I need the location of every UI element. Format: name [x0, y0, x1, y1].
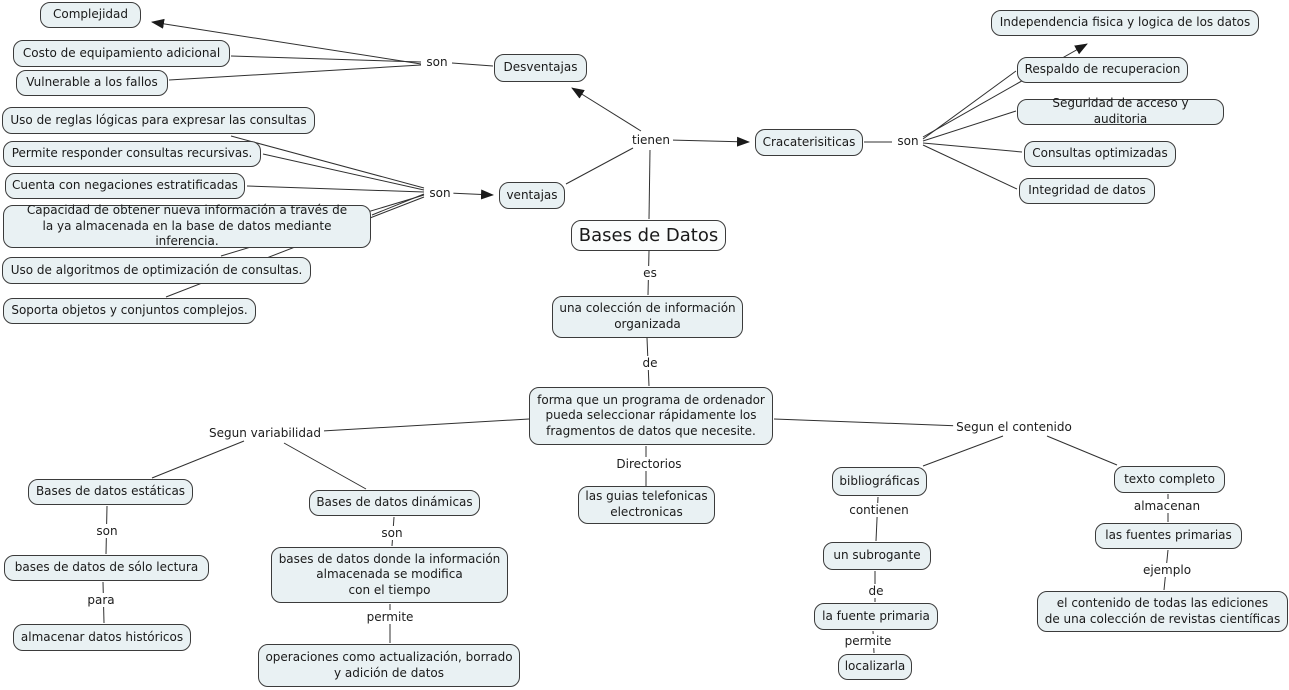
- node-uso-reglas-logicas[interactable]: Uso de reglas lógicas para expresar las …: [2, 107, 315, 134]
- node-ventajas[interactable]: ventajas: [499, 182, 565, 209]
- link-label-son-ventajas[interactable]: son: [426, 186, 454, 200]
- connector-line: [262, 153, 425, 191]
- node-independencia-datos[interactable]: Independencia fisica y logica de los dat…: [991, 10, 1259, 36]
- connector-line: [922, 110, 1017, 142]
- node-fuentes-primarias[interactable]: las fuentes primarias: [1095, 523, 1242, 549]
- connector-line: [565, 147, 634, 185]
- connector-line: [246, 185, 425, 193]
- connector-line: [922, 142, 1023, 153]
- link-label-es[interactable]: es: [640, 266, 660, 280]
- link-label-tienen[interactable]: tienen: [628, 133, 674, 147]
- connector-line: [230, 55, 422, 63]
- link-label-contienen[interactable]: contienen: [846, 503, 912, 517]
- connector-line: [922, 435, 1004, 467]
- node-coleccion-informacion[interactable]: una colección de información organizada: [552, 296, 743, 338]
- node-seguridad-acceso[interactable]: Seguridad de acceso y auditoria: [1017, 96, 1224, 126]
- link-label-son-desventajas[interactable]: son: [423, 55, 451, 69]
- node-fuente-primaria[interactable]: la fuente primaria: [814, 603, 938, 630]
- node-caracteristicas[interactable]: Cracaterisiticas: [755, 129, 863, 156]
- node-integridad-datos[interactable]: Integridad de datos: [1019, 178, 1155, 204]
- node-costo-equipamiento[interactable]: Costo de equipamiento adicional: [13, 40, 230, 67]
- connector-arrow-line: [448, 189, 494, 200]
- node-bd-estaticas[interactable]: Bases de datos estáticas: [28, 479, 193, 505]
- node-localizarla[interactable]: localizarla: [838, 654, 912, 680]
- connector-arrow-line: [668, 136, 750, 147]
- link-label-son-estaticas[interactable]: son: [93, 524, 121, 538]
- node-bibliograficas[interactable]: bibliográficas: [832, 467, 927, 496]
- connector-line: [151, 440, 245, 479]
- link-label-para[interactable]: para: [84, 593, 118, 607]
- node-consultas-recursivas[interactable]: Permite responder consultas recursivas.: [3, 141, 261, 167]
- link-label-almacenan[interactable]: almacenan: [1130, 499, 1204, 513]
- connector-line: [922, 144, 1018, 190]
- node-solo-lectura[interactable]: bases de datos de sólo lectura: [4, 555, 209, 581]
- node-soporta-objetos[interactable]: Soporta objetos y conjuntos complejos.: [3, 298, 256, 324]
- node-negaciones-estratificadas[interactable]: Cuenta con negaciones estratificadas: [5, 173, 245, 199]
- connector-line: [1046, 435, 1118, 466]
- link-label-de[interactable]: de: [639, 356, 661, 370]
- link-label-directorios[interactable]: Directorios: [613, 457, 685, 471]
- node-info-se-modifica[interactable]: bases de datos donde la información alma…: [271, 547, 508, 603]
- node-vulnerable-fallos[interactable]: Vulnerable a los fallos: [16, 70, 168, 96]
- node-contenido-ediciones[interactable]: el contenido de todas las ediciones de u…: [1037, 591, 1288, 632]
- node-guias-telefonicas[interactable]: las guias telefonicas electronicas: [578, 486, 715, 524]
- connector-line: [230, 135, 425, 189]
- connector-arrow-line: [571, 87, 642, 132]
- link-label-segun-variabilidad[interactable]: Segun variabilidad: [206, 426, 324, 440]
- link-label-ejemplo[interactable]: ejemplo: [1139, 563, 1195, 577]
- connector-line: [922, 70, 1017, 140]
- connector-line: [648, 149, 651, 220]
- node-operaciones-actualizacion[interactable]: operaciones como actualización, borrado …: [258, 644, 520, 687]
- connector-line: [451, 62, 494, 67]
- node-desventajas[interactable]: Desventajas: [494, 54, 587, 82]
- link-label-son-caracteristicas[interactable]: son: [894, 134, 922, 148]
- node-respaldo-recuperacion[interactable]: Respaldo de recuperacion: [1017, 57, 1188, 83]
- connector-line: [283, 442, 367, 490]
- link-label-segun-contenido[interactable]: Segun el contenido: [953, 420, 1075, 434]
- connector-line: [773, 418, 962, 427]
- connector-line: [168, 64, 422, 81]
- connector-arrow-line: [151, 18, 422, 65]
- link-label-permite-dinamicas[interactable]: permite: [363, 610, 417, 624]
- node-texto-completo[interactable]: texto completo: [1114, 466, 1225, 493]
- node-datos-historicos[interactable]: almacenar datos históricos: [13, 624, 191, 651]
- node-programa-ordenador[interactable]: forma que un programa de ordenador pueda…: [529, 387, 773, 445]
- node-subrogante[interactable]: un subrogante: [823, 542, 931, 570]
- link-label-de-subrogante[interactable]: de: [865, 584, 887, 598]
- node-capacidad-inferencia[interactable]: Capacidad de obtener nueva información a…: [3, 203, 371, 248]
- node-algoritmos-optimizacion[interactable]: Uso de algoritmos de optimización de con…: [2, 257, 311, 284]
- link-label-son-dinamicas[interactable]: son: [378, 526, 406, 540]
- connector-line: [321, 418, 530, 432]
- node-complejidad[interactable]: Complejidad: [40, 2, 141, 28]
- node-bd-dinamicas[interactable]: Bases de datos dinámicas: [309, 490, 480, 516]
- node-consultas-optimizadas[interactable]: Consultas optimizadas: [1024, 141, 1176, 167]
- node-bases-de-datos[interactable]: Bases de Datos: [571, 220, 726, 251]
- link-label-permite-fuente[interactable]: permite: [841, 634, 895, 648]
